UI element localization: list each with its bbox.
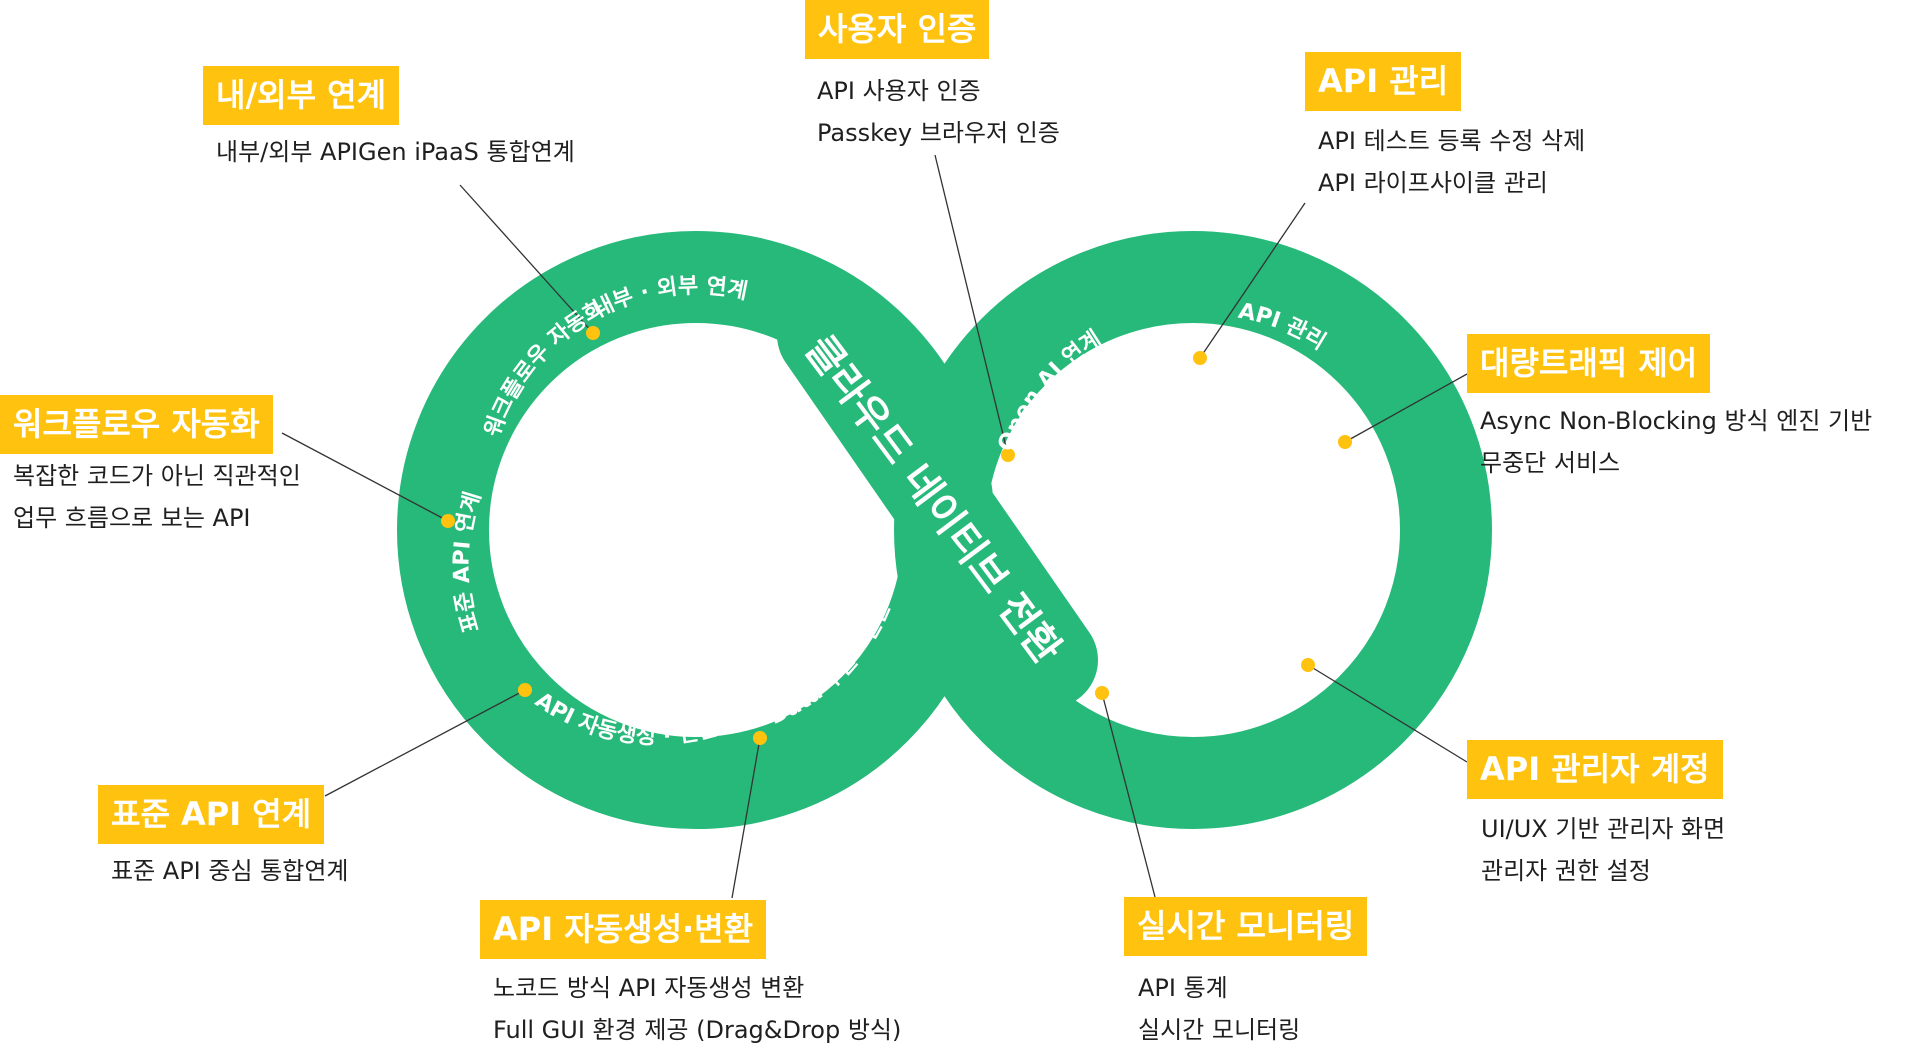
connector-monitoring: [1101, 692, 1156, 898]
desc-line: 내부/외부 APIGen iPaaS 통합연계: [216, 138, 575, 166]
desc-api-management: API 테스트 등록 수정 삭제 API 라이프사이클 관리: [1318, 120, 1585, 204]
connector-lines: [281, 154, 1468, 899]
connector-api-management: [1199, 202, 1306, 359]
desc-line: 복잡한 코드가 아닌 직관적인: [13, 462, 301, 490]
desc-line: 노코드 방식 API 자동생성 변환: [493, 974, 805, 1002]
desc-traffic-control: Async Non-Blocking 방식 엔진 기반 무중단 서비스: [1480, 400, 1872, 484]
dot-traffic: [1338, 435, 1352, 449]
label-user-auth: 사용자 인증: [805, 0, 990, 59]
desc-line: UI/UX 기반 관리자 화면: [1481, 815, 1726, 843]
desc-line: 표준 API 중심 통합연계: [111, 857, 349, 885]
desc-line: 업무 흐름으로 보는 API: [13, 504, 251, 532]
desc-line: API 테스트 등록 수정 삭제: [1318, 127, 1586, 155]
connector-traffic: [1344, 373, 1468, 443]
ring-crossing-band: [777, 287, 1098, 708]
dot-integration: [586, 326, 600, 340]
desc-line: Passkey 브라우저 인증: [817, 119, 1060, 147]
ring-label-realtime-monitoring: 실시간 모니터링: [1118, 689, 1268, 728]
desc-line: 관리자 권한 설정: [1481, 857, 1651, 885]
connector-admin-account: [1307, 664, 1468, 763]
desc-workflow: 복잡한 코드가 아닌 직관적인 업무 흐름으로 보는 API: [13, 455, 301, 539]
desc-line: Async Non-Blocking 방식 엔진 기반: [1480, 407, 1873, 435]
dot-monitoring: [1095, 686, 1109, 700]
label-api-autogen: API 자동생성·변환: [480, 900, 767, 959]
desc-line: API 통계: [1138, 974, 1228, 1002]
label-realtime-monitoring: 실시간 모니터링: [1124, 897, 1368, 956]
label-integration: 내/외부 연계: [203, 66, 400, 125]
connector-api-autogen: [731, 737, 761, 899]
dot-user-auth: [1001, 448, 1015, 462]
connector-dots: [441, 326, 1352, 745]
dot-admin-account: [1301, 658, 1315, 672]
connector-integration: [459, 184, 594, 334]
desc-line: 실시간 모니터링: [1138, 1016, 1301, 1044]
dot-standard-api: [518, 683, 532, 697]
desc-line: API 사용자 인증: [817, 77, 981, 105]
connector-standard-api: [324, 689, 526, 797]
desc-standard-api: 표준 API 중심 통합연계: [111, 850, 349, 892]
label-standard-api: 표준 API 연계: [98, 785, 325, 844]
desc-integration: 내부/외부 APIGen iPaaS 통합연계: [216, 131, 575, 173]
desc-user-auth: API 사용자 인증 Passkey 브라우저 인증: [817, 70, 1060, 154]
connector-user-auth: [934, 154, 1009, 456]
desc-line: 무중단 서비스: [1480, 449, 1621, 477]
label-admin-account: API 관리자 계정: [1467, 740, 1723, 799]
connector-workflow: [281, 432, 449, 522]
desc-realtime-monitoring: API 통계 실시간 모니터링: [1138, 967, 1300, 1051]
label-traffic-control: 대량트래픽 제어: [1467, 334, 1711, 393]
label-workflow: 워크플로우 자동화: [0, 395, 273, 454]
dot-api-autogen: [753, 731, 767, 745]
desc-line: Full GUI 환경 제공 (Drag&Drop 방식): [493, 1016, 902, 1044]
dot-workflow: [441, 514, 455, 528]
label-api-management: API 관리: [1305, 52, 1462, 111]
desc-line: API 라이프사이클 관리: [1318, 169, 1548, 197]
desc-admin-account: UI/UX 기반 관리자 화면 관리자 권한 설정: [1481, 808, 1725, 892]
desc-api-autogen: 노코드 방식 API 자동생성 변환 Full GUI 환경 제공 (Drag&…: [493, 967, 901, 1051]
dot-api-management: [1193, 351, 1207, 365]
